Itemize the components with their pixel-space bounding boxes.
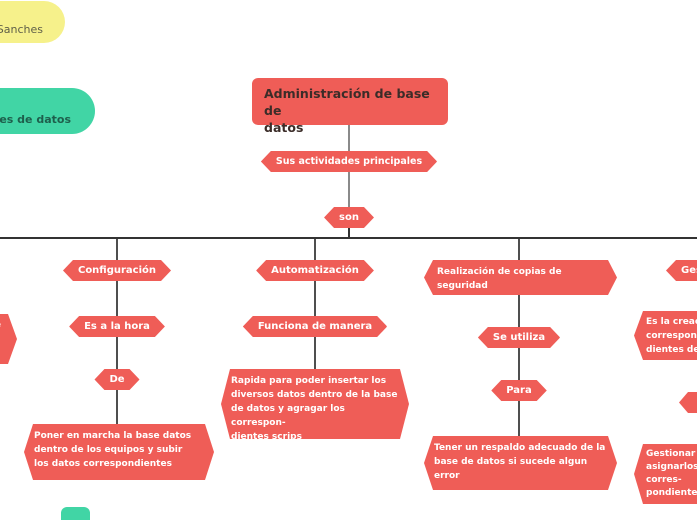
- subject-node-label: de bases de datos: [0, 113, 71, 126]
- connector-line: [518, 401, 520, 436]
- connector-line: [518, 295, 520, 327]
- clipped-node-bottom[interactable]: [61, 507, 90, 520]
- funciona-de-manera-node[interactable]: Funciona de manera: [243, 316, 387, 337]
- connector-line: [314, 281, 316, 316]
- connector-line: [348, 228, 350, 238]
- configuracion-node[interactable]: Configuración: [63, 260, 171, 281]
- connector-line: [348, 125, 350, 151]
- connector-line: [348, 172, 350, 207]
- gestion-node-clipped[interactable]: Ges: [666, 260, 697, 281]
- connector-line: [0, 237, 697, 239]
- connector-line: [518, 348, 520, 380]
- connector-line: [518, 239, 520, 260]
- connector-line: [314, 239, 316, 260]
- se-utiliza-node[interactable]: Se utiliza: [478, 327, 560, 348]
- offscreen-node-tip[interactable]: e: [0, 314, 17, 364]
- node-tip-clipped[interactable]: [679, 392, 697, 413]
- es-a-la-hora-node[interactable]: Es a la hora: [69, 316, 165, 337]
- son-node[interactable]: son: [324, 207, 374, 228]
- subject-node[interactable]: de bases de datos: [0, 88, 95, 134]
- connector-line: [314, 337, 316, 369]
- connector-line: [116, 281, 118, 316]
- main-activities-node[interactable]: Sus actividades principales: [261, 151, 437, 172]
- connector-line: [116, 239, 118, 260]
- author-node-label: o Sanches: [0, 23, 43, 36]
- para-node[interactable]: Para: [491, 380, 547, 401]
- connector-line: [116, 390, 118, 424]
- de-node[interactable]: De: [94, 369, 139, 390]
- automatizacion-node[interactable]: Automatización: [256, 260, 374, 281]
- connector-line: [116, 337, 118, 369]
- author-node[interactable]: o Sanches: [0, 1, 65, 43]
